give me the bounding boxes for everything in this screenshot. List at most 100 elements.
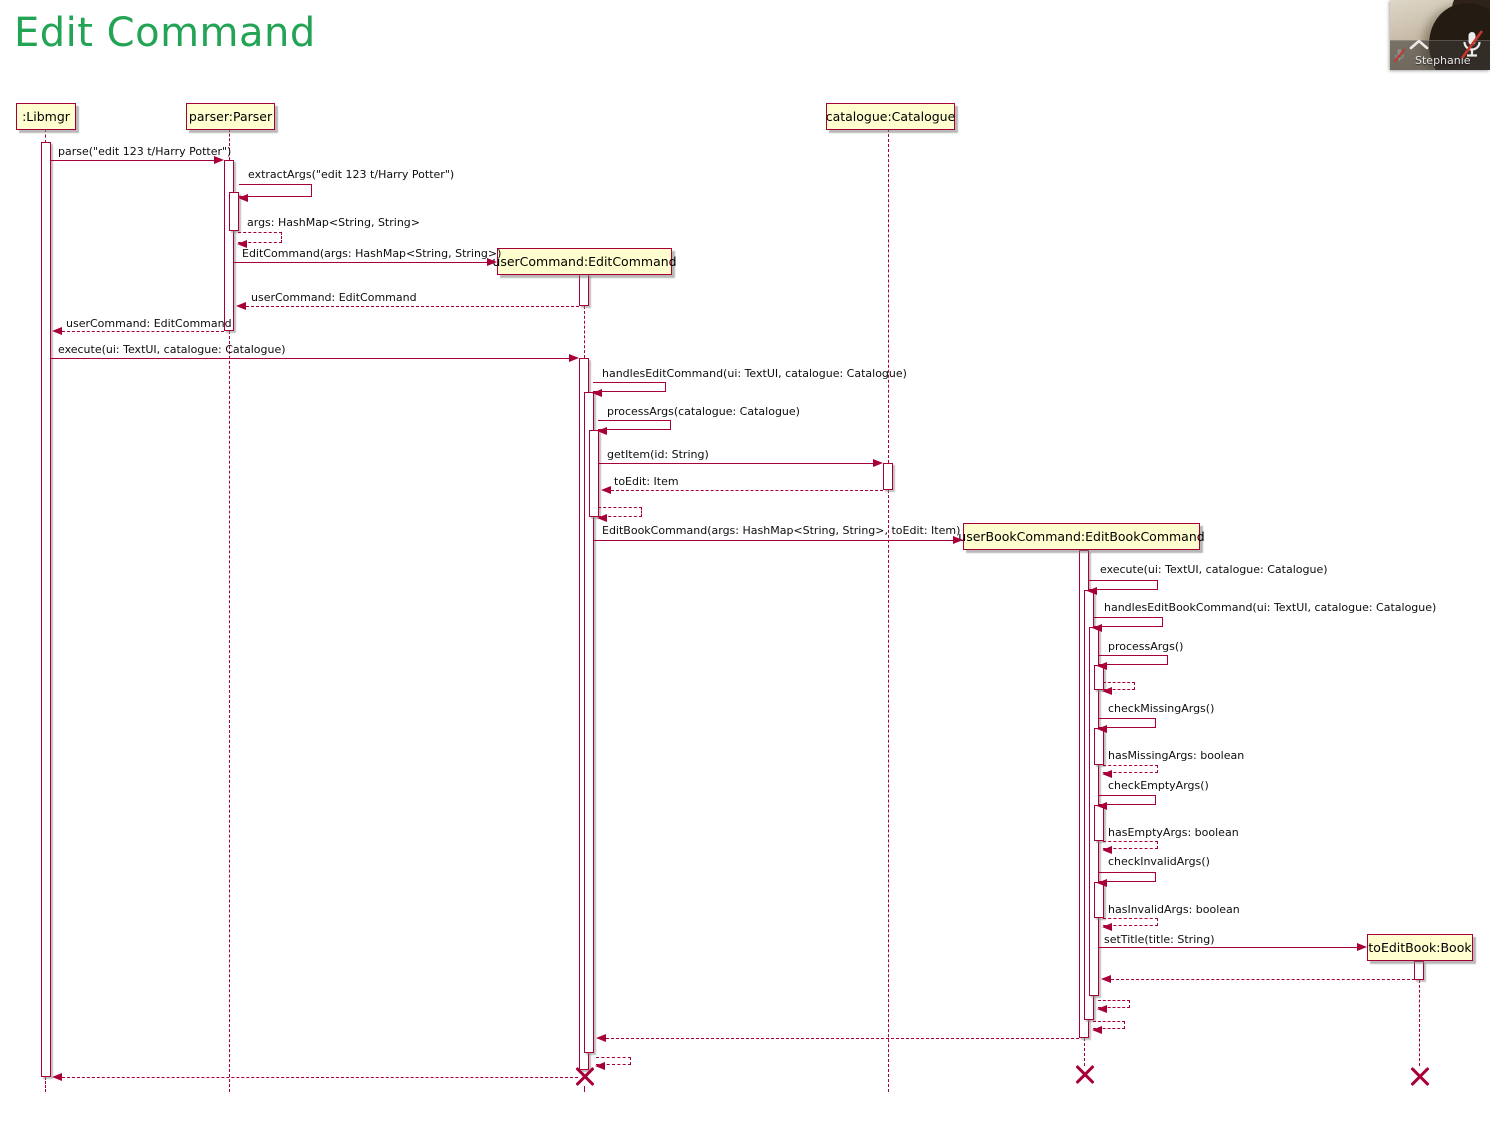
arrow-processargs-catalogue-self	[597, 420, 671, 435]
arrow-toedit-return	[611, 490, 883, 491]
lifeline-parser-tail	[229, 331, 230, 1092]
message-processargs-empty: processArgs()	[1108, 640, 1184, 653]
arrow-ebc-return-inner	[1097, 1000, 1130, 1013]
arrow-usercommand-return-libmgr	[62, 331, 224, 332]
message-extractargs: extractArgs("edit 123 t/Harry Potter")	[248, 168, 455, 181]
message-checkemptyargs: checkEmptyArgs()	[1108, 779, 1209, 792]
message-hasemptyargs: hasEmptyArgs: boolean	[1108, 826, 1239, 839]
arrowhead-usercommand-return-libmgr	[52, 327, 62, 335]
arrow-getitem	[598, 463, 874, 464]
arrowhead-toedit-return	[601, 486, 611, 494]
lifeline-book	[1419, 980, 1420, 1066]
arrow-processargs-return-self	[597, 507, 642, 522]
lifeline-parser	[229, 129, 230, 160]
arrowhead-execute	[569, 354, 579, 362]
arrow-hasmissingargs-return	[1102, 765, 1158, 778]
arrow-hasemptyargs-return	[1102, 841, 1158, 854]
arrowhead-ebc-to-editcommand-return	[596, 1034, 606, 1042]
message-editbookcommand-new: EditBookCommand(args: HashMap<String, St…	[602, 524, 961, 537]
arrowhead-editcommand-to-libmgr-return	[52, 1073, 62, 1081]
arrow-book-return	[1111, 979, 1415, 980]
arrowhead-usercommand-return-parser	[236, 302, 246, 310]
message-execute: execute(ui: TextUI, catalogue: Catalogue…	[58, 343, 286, 356]
message-hasinvalidargs: hasInvalidArgs: boolean	[1108, 903, 1240, 916]
activation-catalogue	[883, 463, 893, 490]
arrow-ebc-return-outer	[1092, 1021, 1125, 1034]
arrow-execute-book-self	[1087, 580, 1158, 595]
message-checkmissingargs: checkMissingArgs()	[1108, 702, 1215, 715]
activation-book	[1414, 961, 1424, 980]
message-usercommand-return-libmgr: userCommand: EditCommand	[66, 317, 232, 330]
message-hasmissingargs: hasMissingArgs: boolean	[1108, 749, 1245, 762]
arrow-ebc-to-editcommand-return	[606, 1038, 1079, 1039]
arrow-usercommand-return-parser	[246, 306, 579, 307]
message-handleseditbookcommand: handlesEditBookCommand(ui: TextUI, catal…	[1104, 601, 1437, 614]
arrow-editcommand-to-libmgr-return	[62, 1077, 578, 1078]
participant-toeditbook-book: toEditBook:Book	[1367, 934, 1473, 961]
webcam-participant-name: Stephanie	[1415, 54, 1471, 67]
activation-parser-extractargs	[229, 192, 239, 231]
arrow-processargs-empty-return	[1102, 682, 1135, 695]
participant-libmgr: :Libmgr	[16, 103, 76, 130]
page-title: Edit Command	[14, 10, 316, 56]
lifeline-libmgr	[45, 129, 46, 143]
activation-editcommand-handles	[584, 392, 594, 1053]
arrow-args-return-self	[237, 232, 282, 248]
arrowhead-getitem	[873, 459, 883, 467]
message-editcommand-new: EditCommand(args: HashMap<String, String…	[242, 247, 502, 260]
arrow-execute	[51, 358, 570, 359]
arrowhead-parse	[214, 156, 224, 164]
message-checkinvalidargs: checkInvalidArgs()	[1108, 855, 1210, 868]
chevron-up-icon[interactable]	[1408, 35, 1430, 54]
arrowhead-book-return	[1101, 975, 1111, 983]
activation-libmgr	[41, 142, 51, 1077]
arrow-extractargs-self	[238, 184, 312, 202]
arrow-handleseditbookcommand-self	[1092, 617, 1163, 632]
arrowhead-editbookcommand-new	[953, 536, 963, 544]
arrow-editbookcommand-new	[594, 540, 953, 541]
message-execute-book: execute(ui: TextUI, catalogue: Catalogue…	[1100, 563, 1328, 576]
lifeline-editcommand-tail	[584, 1086, 585, 1092]
activation-parser	[224, 160, 234, 331]
message-settitle: setTitle(title: String)	[1104, 933, 1215, 946]
message-usercommand-return-parser: userCommand: EditCommand	[251, 291, 417, 304]
message-toedit-return: toEdit: Item	[614, 475, 679, 488]
arrow-hasinvalidargs-return	[1102, 918, 1158, 931]
arrow-editcommand-return-self	[595, 1057, 631, 1070]
arrow-parse	[51, 160, 215, 161]
arrow-processargs-empty-self	[1097, 655, 1168, 670]
message-handleseditcommand: handlesEditCommand(ui: TextUI, catalogue…	[602, 367, 907, 380]
destroy-x-editbookcommand	[1074, 1063, 1096, 1085]
arrow-editcommand-new	[234, 262, 487, 263]
muted-mic-button[interactable]	[1458, 29, 1486, 65]
participant-userbookcommand-editbookcommand: userBookCommand:EditBookCommand	[958, 523, 1205, 550]
arrowhead-editcommand-new	[487, 258, 497, 266]
message-getitem: getItem(id: String)	[607, 448, 709, 461]
arrowhead-settitle	[1357, 943, 1367, 951]
arrow-checkemptyargs-self	[1097, 795, 1156, 810]
arrow-checkinvalidargs-self	[1097, 872, 1156, 887]
activation-ebc-checkmissing	[1094, 728, 1104, 765]
lifeline-libmgr-tail	[45, 1077, 46, 1092]
activation-ebc-checkempty	[1094, 805, 1104, 841]
activation-editcommand-ctor	[579, 274, 589, 306]
webcam-overlay[interactable]: Stephanie	[1390, 0, 1490, 70]
participant-parser: parser:Parser	[186, 103, 275, 130]
destroy-x-book	[1409, 1065, 1431, 1087]
muted-mic-small-icon	[1393, 48, 1406, 67]
lifeline-editcommand	[584, 306, 585, 358]
message-processargs-catalogue: processArgs(catalogue: Catalogue)	[607, 405, 800, 418]
lifeline-catalogue	[888, 129, 889, 463]
participant-catalogue: catalogue:Catalogue	[826, 103, 955, 130]
arrow-settitle	[1098, 947, 1357, 948]
activation-editcommand-processargs	[589, 430, 599, 517]
destroy-x-editcommand	[574, 1065, 596, 1087]
arrow-handleseditcommand-self	[592, 382, 666, 397]
arrow-checkmissingargs-self	[1097, 718, 1156, 733]
activation-ebc-checkinvalid	[1094, 882, 1104, 918]
participant-usercommand-editcommand: userCommand:EditCommand	[492, 248, 677, 275]
message-args-return: args: HashMap<String, String>	[247, 216, 420, 229]
lifeline-catalogue-tail	[888, 490, 889, 1092]
lifeline-editbookcommand	[1084, 1038, 1085, 1066]
